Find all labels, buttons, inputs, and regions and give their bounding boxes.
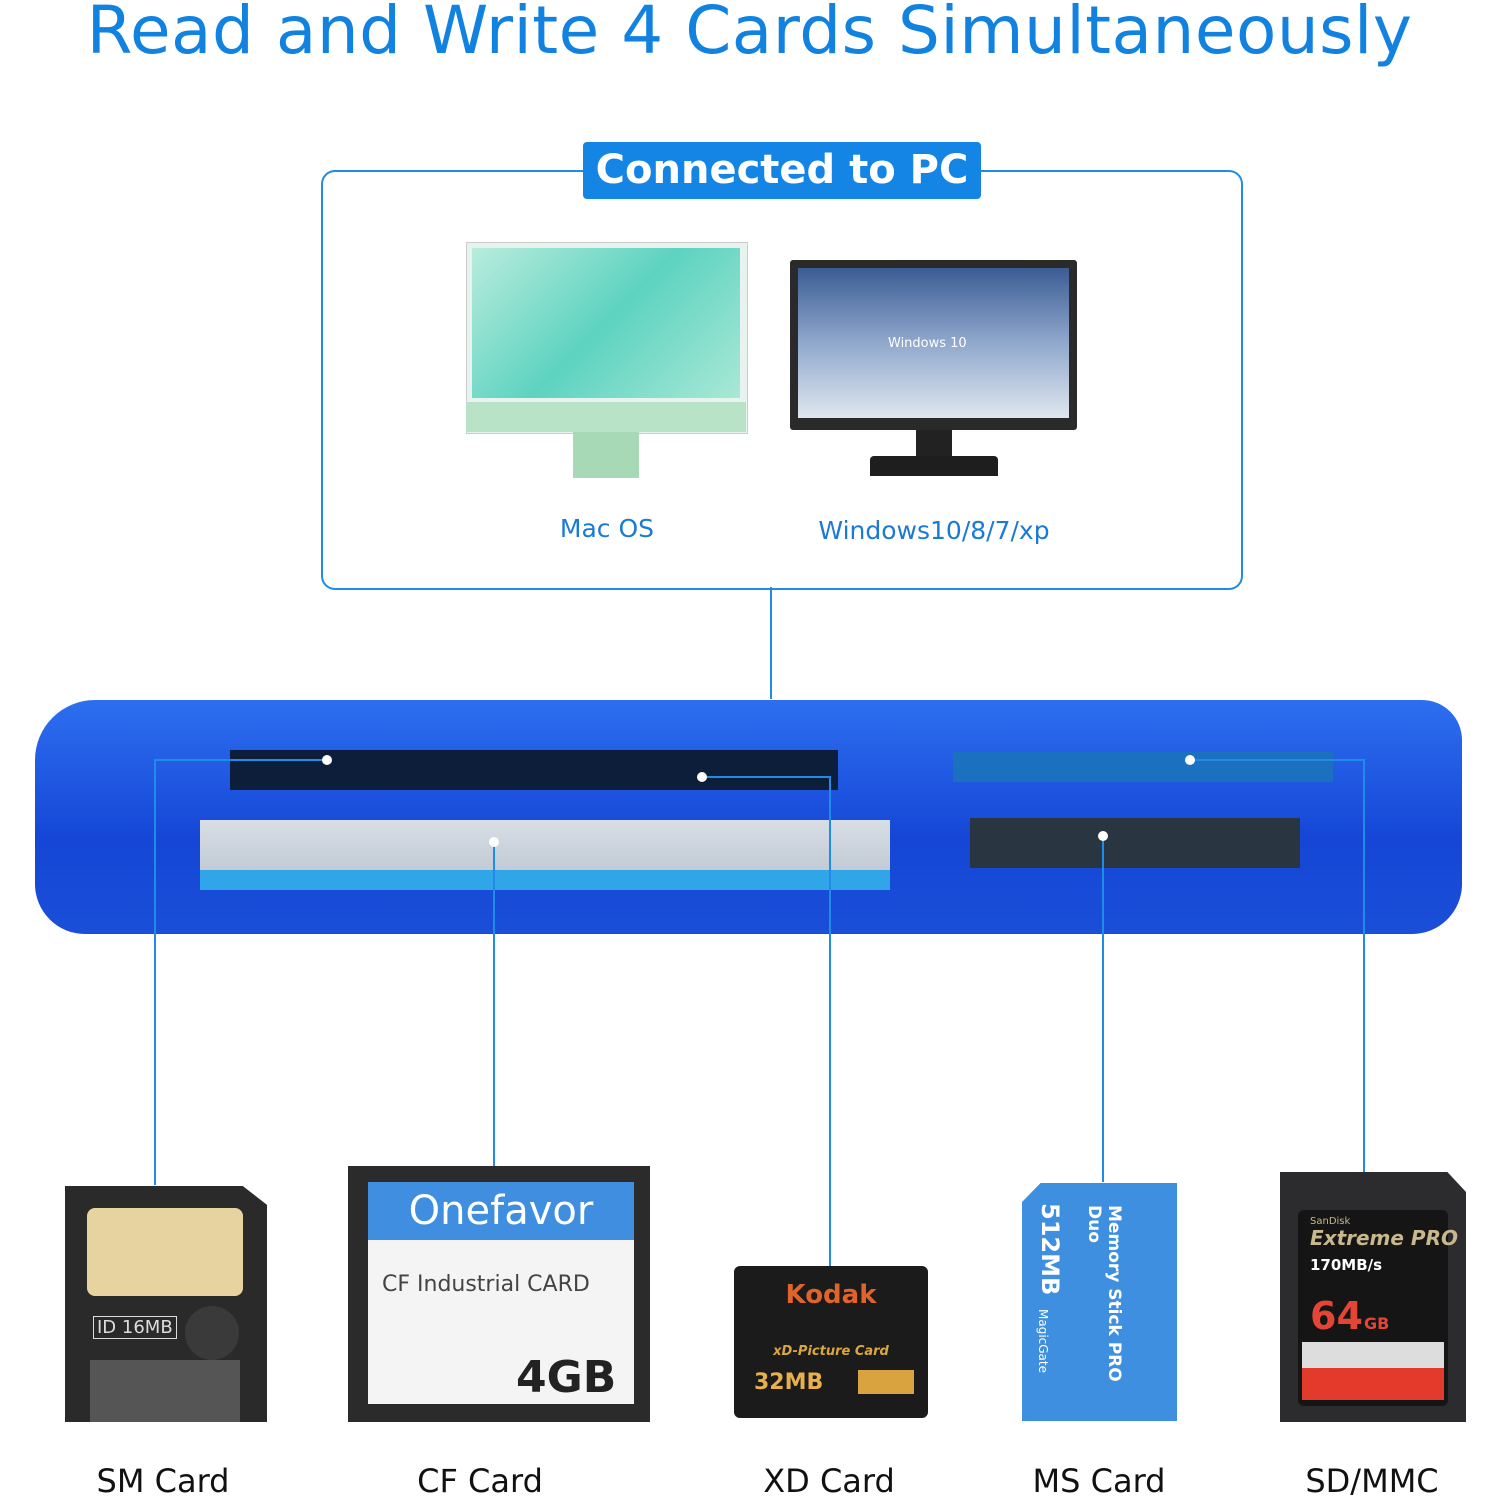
sm-card-image: ID 16MB bbox=[65, 1186, 267, 1422]
connected-badge: Connected to PC bbox=[583, 142, 981, 199]
sd-card-label: SD/MMC bbox=[1305, 1462, 1439, 1499]
cf-callout bbox=[493, 842, 495, 1166]
imac-icon bbox=[466, 242, 748, 482]
cf-card-image: Onefavor CF Industrial CARD 4GB bbox=[348, 1166, 650, 1422]
ms-callout bbox=[1102, 836, 1104, 1182]
windows-monitor-icon: Windows 10 bbox=[790, 260, 1077, 480]
connector-line bbox=[770, 587, 772, 699]
sm-callout bbox=[154, 759, 156, 1185]
windows-screen-text: Windows 10 bbox=[888, 336, 967, 351]
mac-os-label: Mac OS bbox=[559, 514, 655, 543]
headline: Read and Write 4 Cards Simultaneously bbox=[86, 0, 1413, 69]
ms-card-label: MS Card bbox=[1032, 1462, 1166, 1499]
xd-card-label: XD Card bbox=[763, 1462, 895, 1499]
sd-card-image: SanDisk Extreme PRO 170MB/s 64 GB bbox=[1280, 1172, 1466, 1422]
xd-card-image: Kodak xD-Picture Card 32MB bbox=[734, 1266, 928, 1418]
sd-callout bbox=[1363, 759, 1365, 1172]
xd-callout bbox=[829, 776, 831, 1270]
card-reader bbox=[35, 700, 1462, 934]
ms-card-image: 512MB Memory Stick PRO Duo MagicGate bbox=[1022, 1183, 1177, 1421]
sm-card-label: SM Card bbox=[96, 1462, 230, 1499]
connection-box bbox=[321, 170, 1243, 590]
windows-label: Windows10/8/7/xp bbox=[818, 516, 1050, 545]
cf-card-label: CF Card bbox=[417, 1462, 543, 1499]
